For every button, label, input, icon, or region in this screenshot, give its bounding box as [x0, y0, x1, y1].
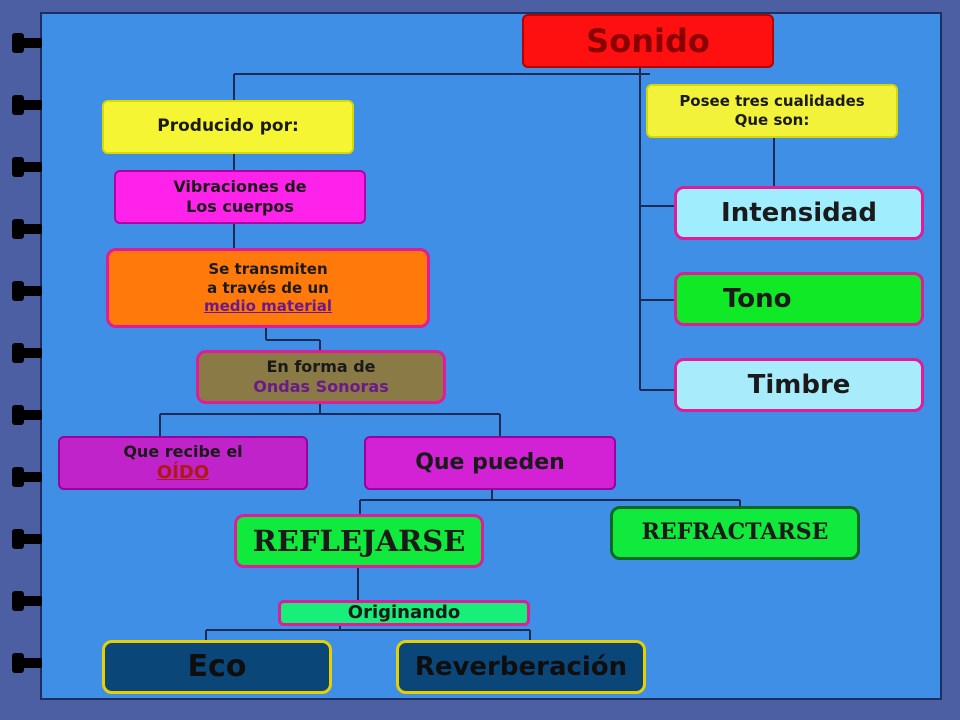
node-timbre: Timbre: [674, 358, 924, 412]
binder-ring: [12, 405, 42, 425]
binder-ring: [12, 343, 42, 363]
binder-ring: [12, 157, 42, 177]
node-recibe-line2: OÍDO: [156, 461, 210, 483]
node-intensidad: Intensidad: [674, 186, 924, 240]
node-posee-cualidades: Posee tres cualidades Que son:: [646, 84, 898, 138]
node-sonido: Sonido: [522, 14, 774, 68]
node-reverberacion-label: Reverberación: [414, 651, 628, 682]
node-se-transmiten: Se transmiten a través de un medio mater…: [106, 248, 430, 328]
node-eco: Eco: [102, 640, 332, 694]
node-posee-line2: Que son:: [734, 111, 810, 129]
node-reflejarse-label: REFLEJARSE: [252, 523, 466, 558]
node-producido-label: Producido por:: [157, 116, 299, 137]
binder-ring: [12, 33, 42, 53]
node-refractarse: REFRACTARSE: [610, 506, 860, 560]
node-reflejarse: REFLEJARSE: [234, 514, 484, 568]
binder-ring: [12, 95, 42, 115]
binder-ring: [12, 529, 42, 549]
node-eco-label: Eco: [187, 649, 247, 685]
node-originando: Originando: [278, 600, 530, 626]
node-forma-line2: Ondas Sonoras: [253, 377, 389, 396]
binder-ring: [12, 219, 42, 239]
node-timbre-label: Timbre: [747, 369, 851, 400]
binder-ring: [12, 653, 42, 673]
binder-ring: [12, 591, 42, 611]
node-transmiten-line3: medio material: [203, 297, 333, 316]
binder-ring: [12, 467, 42, 487]
node-que-pueden: Que pueden: [364, 436, 616, 490]
node-pueden-label: Que pueden: [415, 450, 565, 476]
node-recibe-line1: Que recibe el: [123, 441, 243, 461]
node-transmiten-line1: Se transmiten: [208, 259, 328, 278]
node-vibraciones-line2: Los cuerpos: [186, 197, 294, 216]
node-tono: Tono: [674, 272, 924, 326]
binder-ring: [12, 281, 42, 301]
node-en-forma-de: En forma de Ondas Sonoras: [196, 350, 446, 404]
node-que-recibe-el-oido: Que recibe el OÍDO: [58, 436, 308, 490]
node-transmiten-line2: a través de un: [207, 278, 329, 297]
node-intensidad-label: Intensidad: [721, 197, 877, 228]
node-vibraciones-line1: Vibraciones de: [173, 177, 307, 196]
node-posee-line1: Posee tres cualidades: [679, 92, 865, 111]
node-sonido-label: Sonido: [586, 22, 710, 60]
node-producido-por: Producido por:: [102, 100, 354, 154]
node-tono-label: Tono: [723, 283, 792, 314]
node-vibraciones: Vibraciones de Los cuerpos: [114, 170, 366, 224]
node-forma-line1: En forma de: [266, 357, 376, 376]
node-originando-label: Originando: [347, 601, 461, 623]
node-refractarse-label: REFRACTARSE: [641, 519, 829, 546]
node-reverberacion: Reverberación: [396, 640, 646, 694]
